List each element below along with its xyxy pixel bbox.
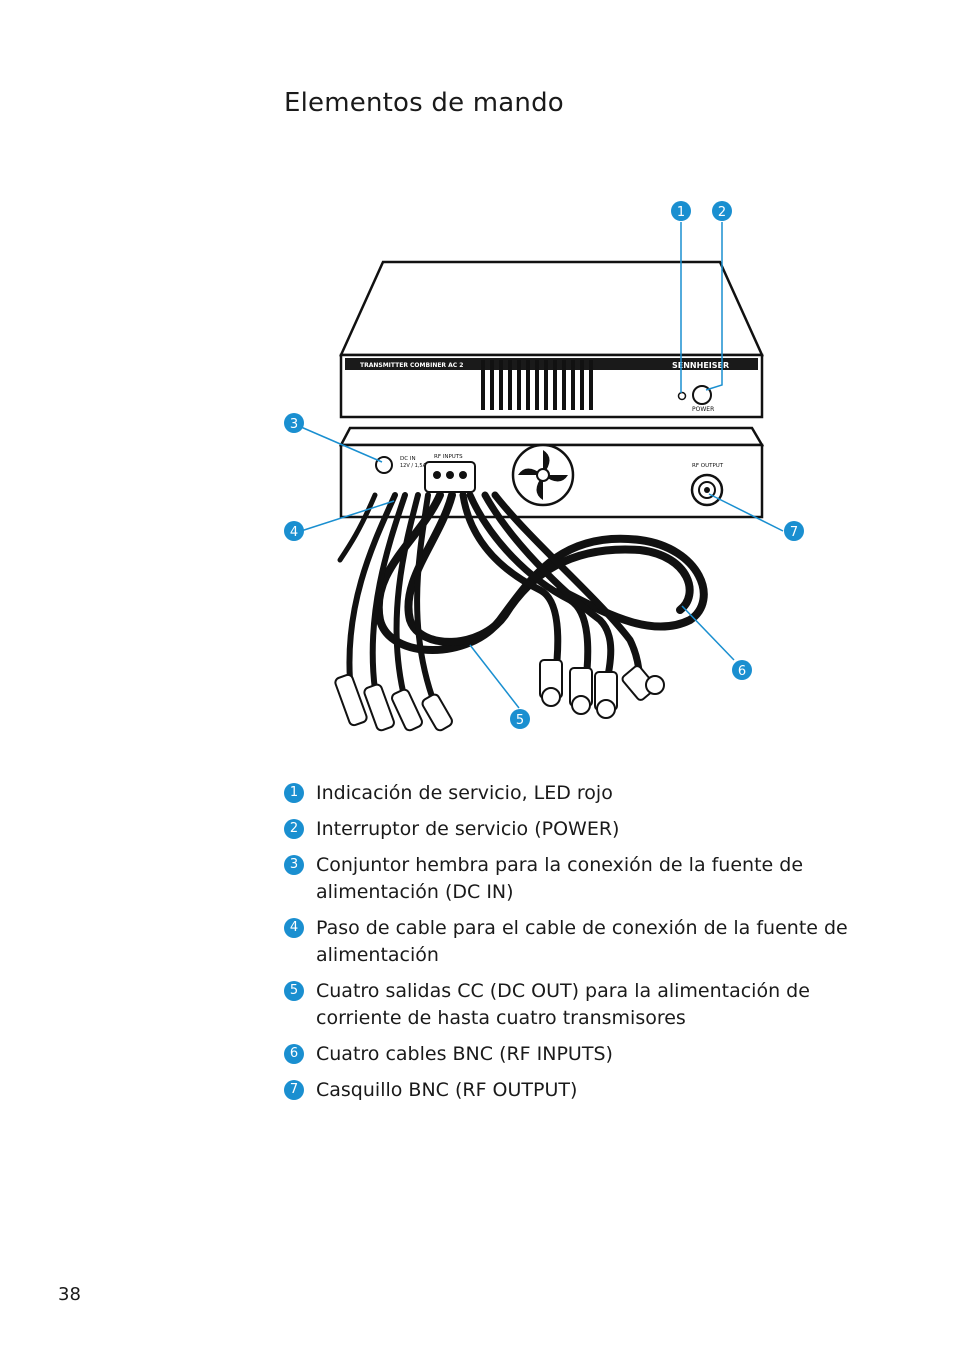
callout-3 (284, 413, 304, 433)
callout-markers: 1 2 3 4 5 6 7 (284, 201, 804, 729)
legend-item: 1 Indicación de servicio, LED rojo (284, 780, 864, 807)
legend-number: 7 (284, 1080, 304, 1100)
model-label: TRANSMITTER COMBINER AC 2 (360, 362, 463, 369)
legend-number: 3 (284, 855, 304, 875)
svg-text:1: 1 (677, 205, 685, 220)
legend-text: Indicación de servicio, LED rojo (316, 782, 613, 804)
dc-in-rating: 12V / 1,5A (400, 463, 427, 469)
legend-text: Casquillo BNC (RF OUTPUT) (316, 1079, 578, 1101)
legend-number: 6 (284, 1044, 304, 1064)
vent-slots (481, 360, 593, 410)
legend-text: Interruptor de servicio (POWER) (316, 818, 620, 840)
rf-input-connectors (424, 461, 476, 493)
legend-text: Cuatro cables BNC (RF INPUTS) (316, 1043, 613, 1065)
power-label: POWER (692, 406, 714, 413)
svg-text:6: 6 (738, 664, 746, 679)
callout-2 (712, 201, 732, 221)
rf-output-label: RF OUTPUT (692, 463, 724, 469)
svg-text:5: 5 (516, 713, 524, 728)
bnc-plugs (539, 659, 665, 719)
page-number: 38 (58, 1284, 81, 1305)
legend-item: 7 Casquillo BNC (RF OUTPUT) (284, 1077, 864, 1104)
legend-text: Paso de cable para el cable de conexión … (316, 917, 848, 966)
svg-text:3: 3 (290, 417, 298, 432)
callout-5 (510, 709, 530, 729)
brand-logo: SENNHEISER (672, 361, 729, 370)
callout-6 (732, 660, 752, 680)
dc-out-plugs (334, 673, 453, 732)
legend-text: Conjuntor hembra para la conexión de la … (316, 854, 804, 903)
dc-in-label: DC IN (400, 456, 416, 462)
dc-in-jack[interactable] (375, 456, 393, 474)
legend-number: 2 (284, 819, 304, 839)
page-title: Elementos de mando (284, 88, 564, 118)
svg-text:4: 4 (290, 525, 298, 540)
callout-4 (284, 521, 304, 541)
svg-text:7: 7 (790, 525, 798, 540)
legend-text: Cuatro salidas CC (DC OUT) para la alime… (316, 980, 810, 1029)
svg-text:2: 2 (718, 205, 726, 220)
legend-item: 4 Paso de cable para el cable de conexió… (284, 915, 864, 969)
legend-item: 3 Conjuntor hembra para la conexión de l… (284, 852, 864, 906)
dc-out-cables (337, 492, 438, 708)
rf-inputs-label: RF INPUTS (434, 454, 463, 460)
legend-item: 5 Cuatro salidas CC (DC OUT) para la ali… (284, 978, 864, 1032)
legend-number: 5 (284, 981, 304, 1001)
device-illustration: TRANSMITTER COMBINER AC 2 SENNHEISER POW… (284, 201, 804, 732)
callout-1 (671, 201, 691, 221)
controls-legend: 1 Indicación de servicio, LED rojo 2 Int… (284, 780, 864, 1113)
callout-7 (784, 521, 804, 541)
legend-number: 1 (284, 783, 304, 803)
legend-item: 6 Cuatro cables BNC (RF INPUTS) (284, 1041, 864, 1068)
legend-number: 4 (284, 918, 304, 938)
transmitter-combiner-front: TRANSMITTER COMBINER AC 2 SENNHEISER POW… (339, 260, 764, 419)
fan-icon (511, 443, 575, 507)
transmitter-combiner-rear: DC IN 12V / 1,5A RF INPUTS RF OUTPUT (338, 426, 765, 519)
legend-item: 2 Interruptor de servicio (POWER) (284, 816, 864, 843)
service-led-icon (677, 391, 687, 401)
callout-lines (300, 222, 784, 709)
